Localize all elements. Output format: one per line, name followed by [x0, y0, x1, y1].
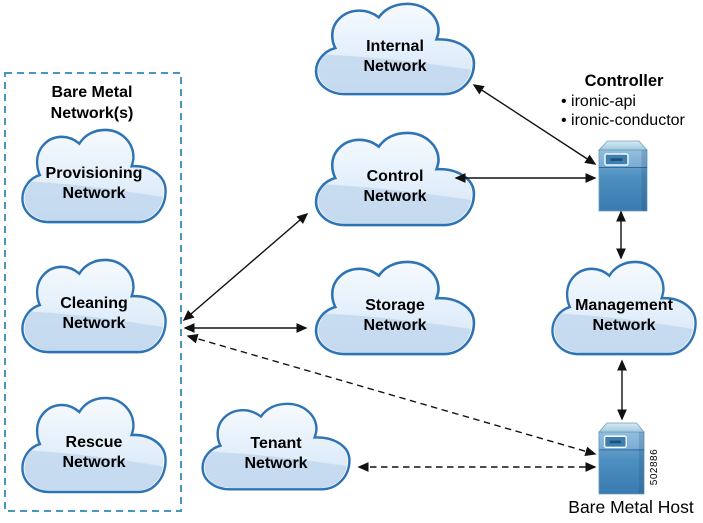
cloud-label: Management Network	[558, 274, 689, 358]
cloud-management-network: Management Network	[546, 260, 702, 358]
label-line: Provisioning	[45, 164, 143, 182]
cloud-label: Control Network	[323, 145, 468, 229]
label-line: Network	[244, 454, 308, 472]
cloud-control-network: Control Network	[309, 131, 481, 229]
group-title-line1: Bare Metal	[51, 84, 133, 101]
label-line: Network	[62, 314, 126, 332]
cloud-internal-network: Internal Network	[309, 2, 481, 98]
controller-title: Controller	[584, 72, 664, 90]
cloud-cleaning-network: Cleaning Network	[16, 258, 172, 356]
cloud-label: Storage Network	[323, 274, 468, 358]
cloud-label: Rescue Network	[28, 410, 159, 496]
arrow-baremetal-control	[182, 212, 309, 322]
label-line: Management	[575, 296, 673, 314]
cloud-label: Internal Network	[323, 15, 468, 98]
label-line: Network	[363, 57, 427, 75]
label-line: Rescue	[65, 434, 123, 451]
bare-metal-group-border	[4, 72, 182, 512]
bare-metal-host-label: Bare Metal Host	[568, 497, 694, 517]
group-title-line2: Network(s)	[50, 105, 134, 122]
label-line: Internal	[366, 37, 424, 55]
label-line: Network	[62, 184, 126, 202]
arrow-internal-controller	[472, 84, 597, 165]
arrow-baremetal-host-dashed	[186, 333, 597, 457]
cloud-rescue-network: Rescue Network	[16, 396, 172, 496]
cloud-label: Cleaning Network	[28, 272, 159, 356]
label-line: Storage	[365, 296, 425, 314]
cloud-label: Provisioning Network	[28, 142, 159, 226]
cloud-storage-network: Storage Network	[309, 260, 481, 358]
label-line: Network	[592, 316, 656, 334]
label-line: Network	[363, 187, 427, 205]
bare-metal-group-title: Bare Metal Network(s)	[4, 82, 180, 124]
label-line: Network	[62, 454, 126, 471]
cloud-provisioning-network: Provisioning Network	[16, 128, 172, 226]
label-line: Network	[363, 316, 427, 334]
controller-service-ironic-conductor: ironic-conductor	[557, 112, 703, 131]
label-line: Cleaning	[60, 294, 128, 312]
label-line: Control	[366, 167, 424, 185]
